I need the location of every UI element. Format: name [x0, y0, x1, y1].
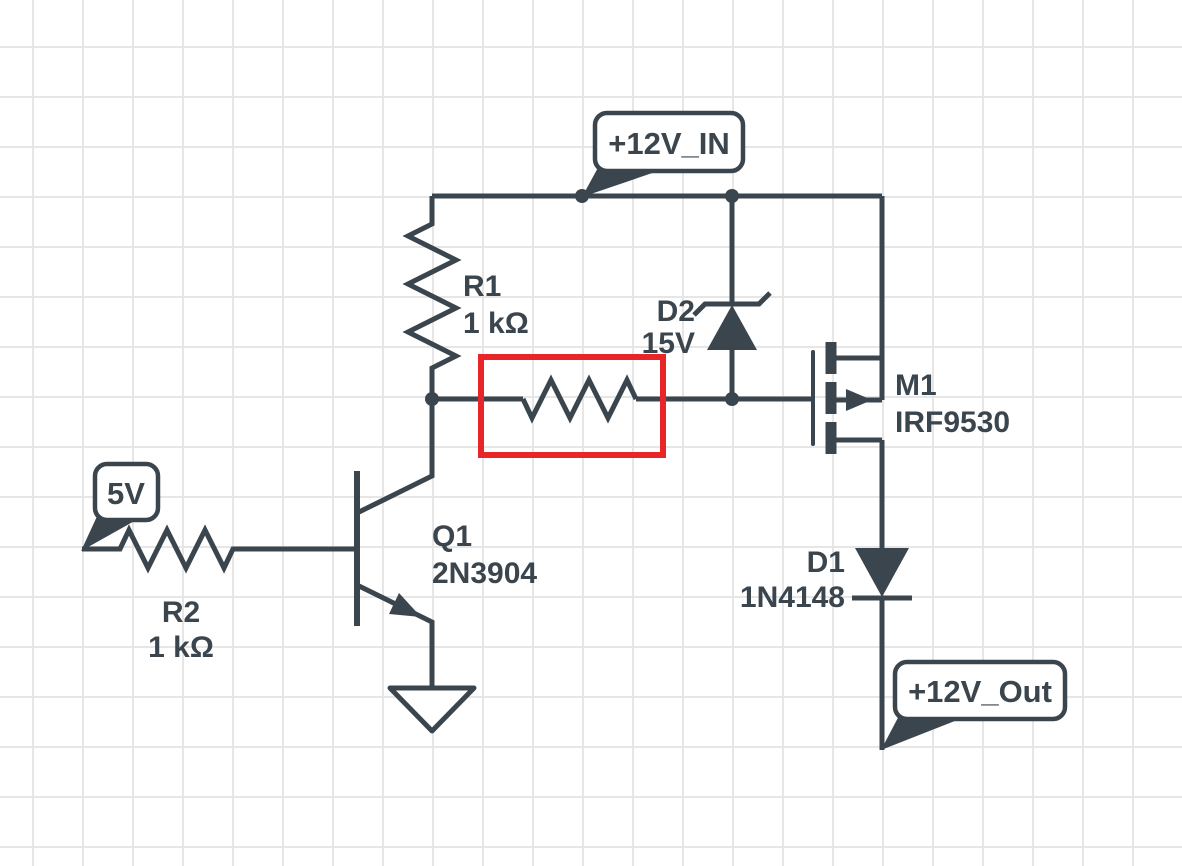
net-label-5v: 5V — [107, 476, 145, 511]
junction-dot — [725, 392, 739, 406]
q1-ref-label: Q1 — [432, 520, 472, 553]
q1-value-label: 2N3904 — [432, 557, 537, 590]
q1-emitter — [357, 583, 435, 688]
callout-12v-out[interactable]: +12V_Out — [881, 659, 1068, 750]
component-d2-zener[interactable]: D2 15V — [642, 291, 772, 360]
r1-value-label: 1 kΩ — [463, 307, 529, 340]
r1-symbol — [402, 196, 462, 399]
component-d1-diode[interactable]: D1 1N4148 — [740, 546, 912, 614]
callout-tail — [881, 712, 965, 750]
component-m1-mosfet[interactable]: M1 IRF9530 — [811, 342, 1010, 454]
r2-ref-label: R2 — [162, 596, 200, 629]
callout-box — [92, 461, 161, 523]
d2-triangle — [707, 305, 757, 350]
m1-value-label: IRF9530 — [895, 406, 1010, 439]
callout-box — [892, 659, 1068, 722]
callout-box — [592, 110, 746, 174]
q1-emitter-arrow — [389, 593, 421, 617]
highlight-box[interactable] — [478, 354, 666, 458]
d1-triangle — [855, 548, 909, 597]
ground-symbol[interactable] — [387, 685, 477, 734]
junction-dot — [425, 392, 439, 406]
rx-symbol — [520, 374, 639, 424]
net-label-vin: +12V_IN — [608, 126, 730, 161]
m1-ref-label: M1 — [895, 369, 937, 402]
d2-cathode-bar — [692, 291, 772, 317]
component-r1-resistor[interactable]: R1 1 kΩ — [402, 196, 529, 399]
callout-5v[interactable]: 5V — [81, 461, 161, 551]
net-label-vout: +12V_Out — [908, 674, 1052, 709]
component-q1-transistor[interactable]: Q1 2N3904 — [354, 399, 537, 688]
q1-collector — [357, 399, 435, 515]
component-rx-resistor[interactable] — [520, 374, 639, 424]
r1-ref-label: R1 — [463, 270, 501, 303]
d1-value-label: 1N4148 — [740, 581, 845, 614]
r2-symbol — [82, 524, 356, 574]
r2-value-label: 1 kΩ — [148, 631, 214, 664]
junction-dot — [725, 189, 739, 203]
d1-ref-label: D1 — [807, 546, 845, 579]
d2-ref-label: D2 — [657, 295, 695, 328]
callout-12v-in[interactable]: +12V_IN — [582, 110, 746, 197]
component-r2-resistor[interactable]: R2 1 kΩ — [82, 524, 356, 664]
m1-arrow — [846, 389, 872, 411]
